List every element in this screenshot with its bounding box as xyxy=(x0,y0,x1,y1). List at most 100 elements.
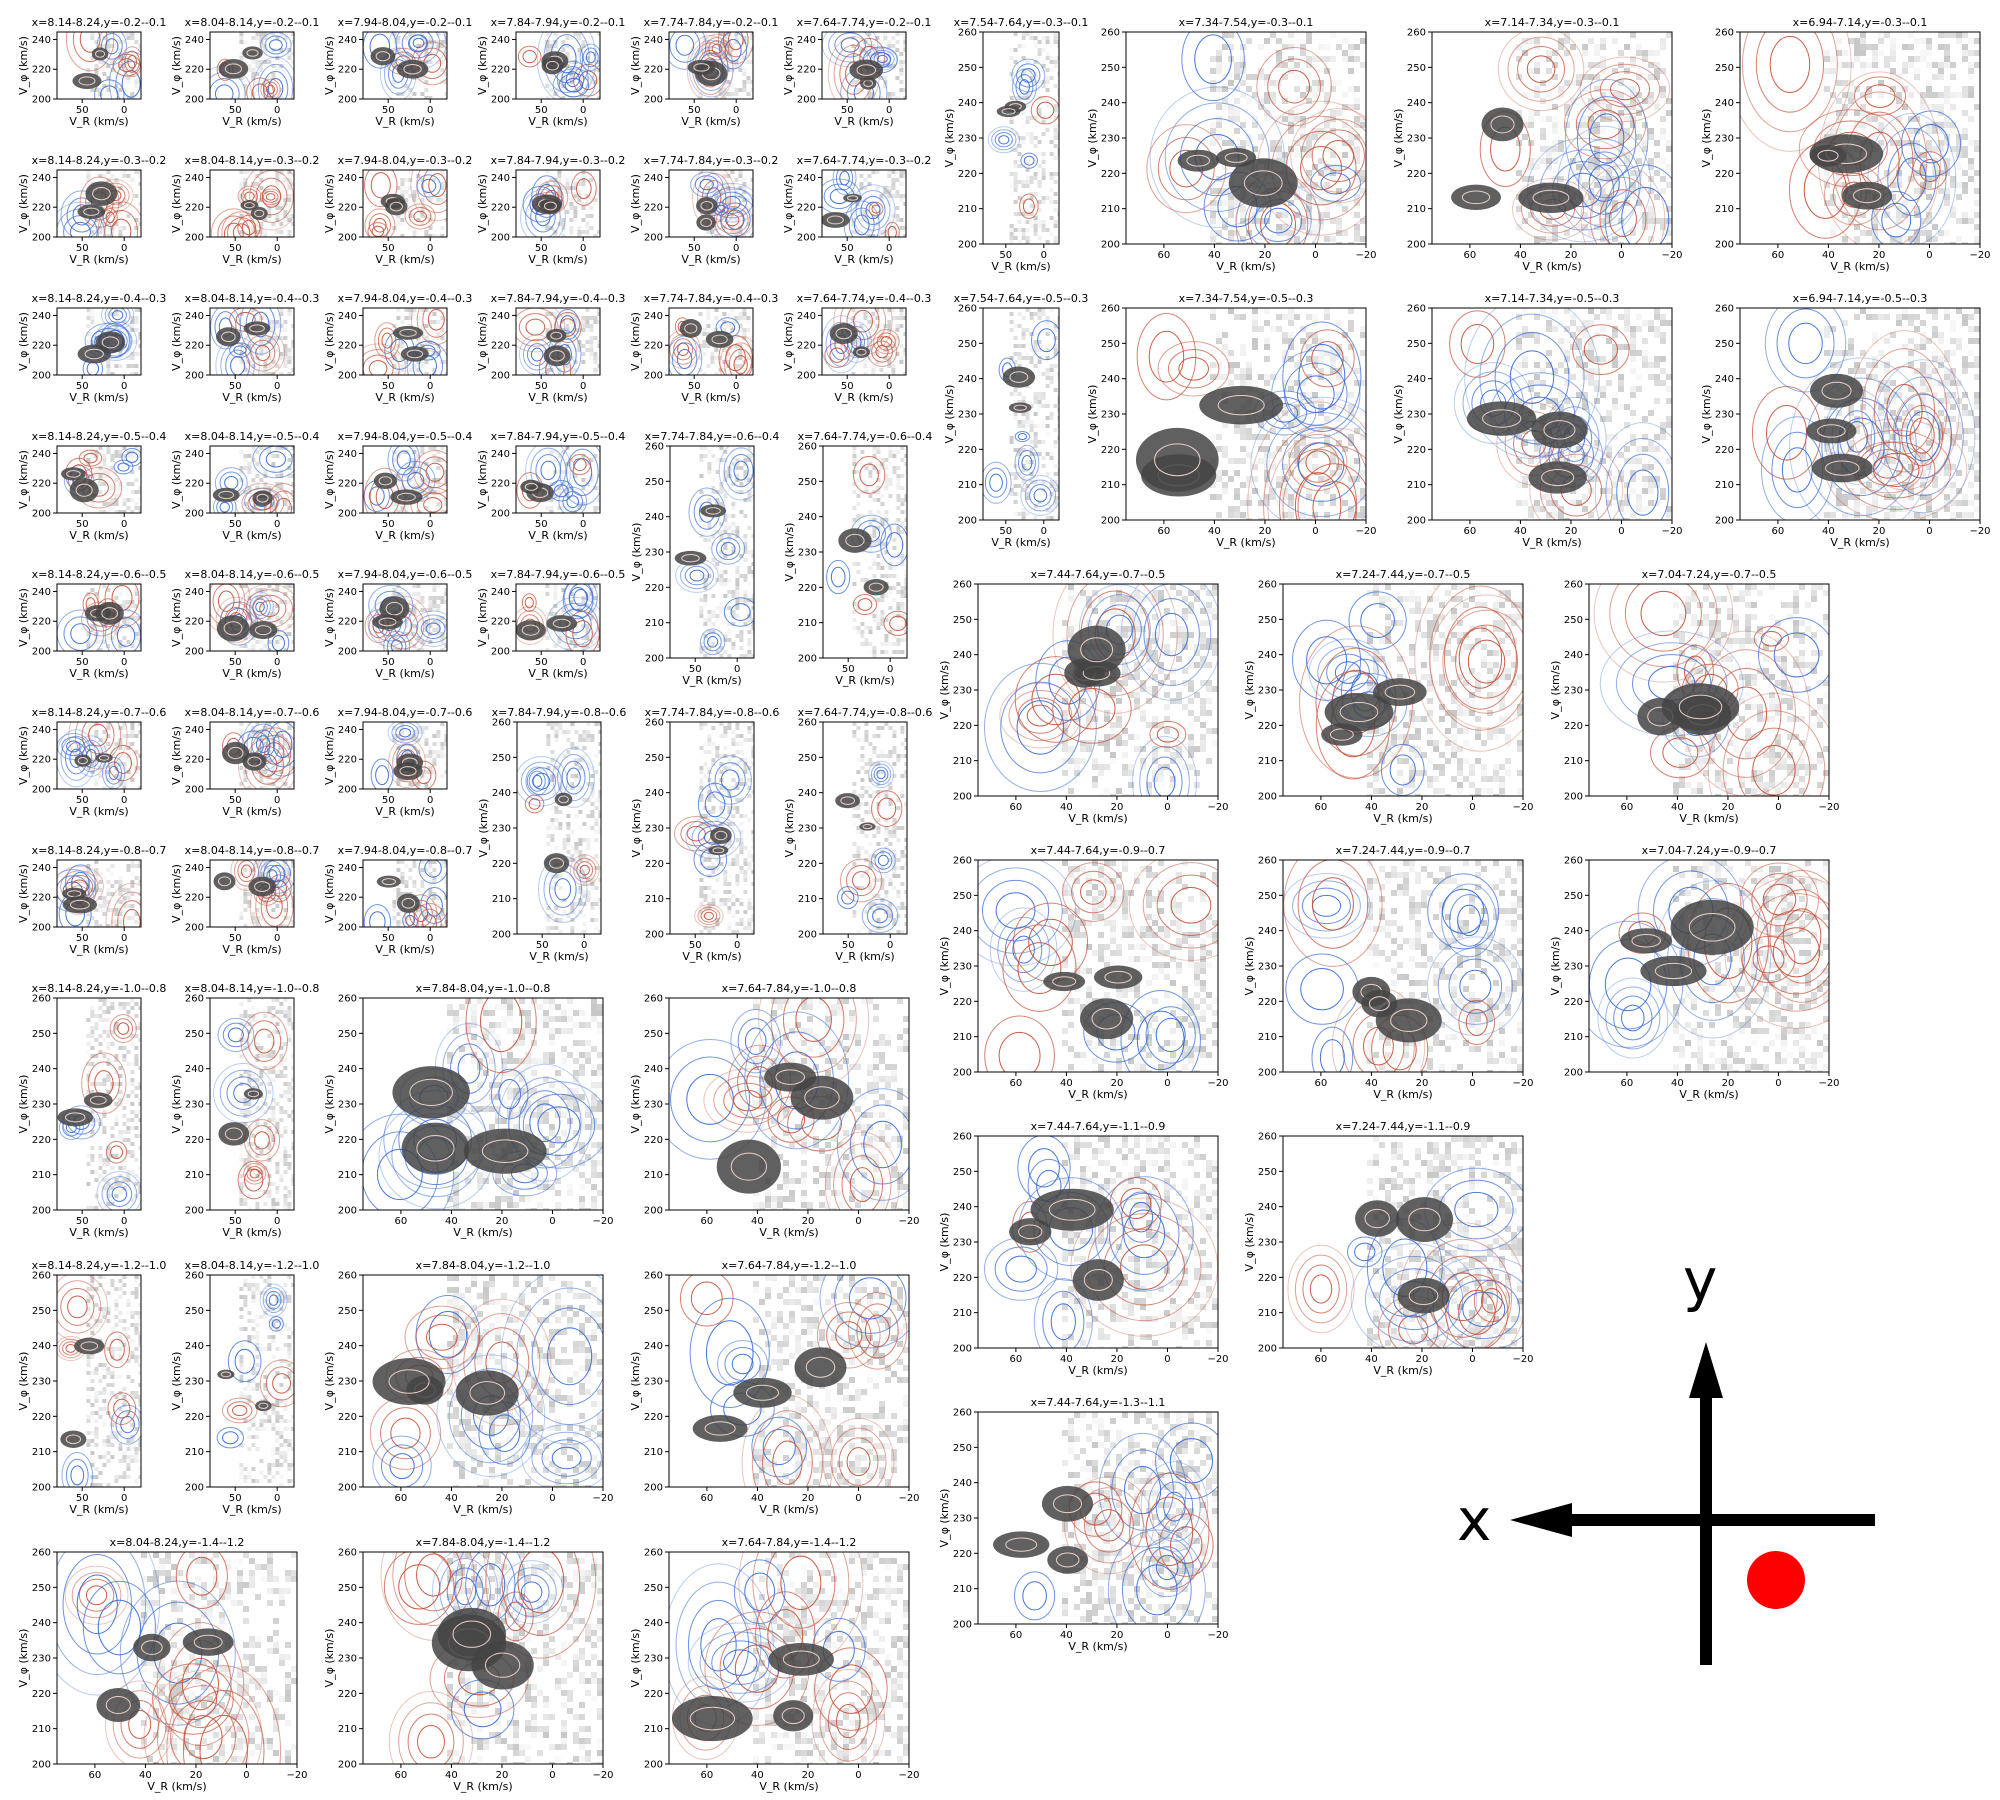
x-tick-label: 50 xyxy=(229,243,242,254)
y-tick-label: 200 xyxy=(32,371,51,382)
contour-line xyxy=(1909,417,1935,454)
x-tick-label: −20 xyxy=(1818,1078,1839,1089)
contour-line xyxy=(840,37,860,53)
y-tick-label: 200 xyxy=(32,233,51,244)
panel-title: x=7.44-7.64,y=-1.3--1.1 xyxy=(1031,1396,1166,1409)
x-tick-label: 50 xyxy=(382,933,395,944)
contour-layer xyxy=(210,584,294,651)
contour-line xyxy=(1301,118,1366,193)
contour-line xyxy=(719,335,753,375)
contour-line xyxy=(780,1555,822,1611)
y-tick-label: 230 xyxy=(1564,686,1583,697)
x-axis-label: V_R (km/s) xyxy=(1830,536,1889,549)
x-tick-label: 0 xyxy=(121,243,127,254)
density-blob xyxy=(455,1370,519,1416)
contour-line xyxy=(423,497,443,513)
contour-line xyxy=(412,347,444,375)
x-axis-label: V_R (km/s) xyxy=(1679,812,1738,825)
contour-line xyxy=(118,58,136,73)
y-tick-label: 210 xyxy=(798,618,817,629)
contour-line xyxy=(528,770,546,792)
contour-line xyxy=(1306,636,1348,685)
contour-line xyxy=(883,610,907,636)
y-tick-label: 240 xyxy=(32,449,51,460)
density-blob xyxy=(1361,989,1398,1018)
y-axis-label: V_φ (km/s) xyxy=(1549,937,1562,996)
x-tick-label: −20 xyxy=(592,1770,613,1781)
contour-line xyxy=(989,473,1003,492)
contour-line xyxy=(1011,58,1046,93)
contour-line xyxy=(1919,158,1941,183)
contour-line xyxy=(377,327,397,354)
contour-line xyxy=(60,735,93,781)
density-blobs xyxy=(370,47,429,79)
contour-line xyxy=(559,318,577,337)
contour-line xyxy=(1572,324,1630,376)
density-blobs xyxy=(1177,148,1298,208)
density-blob xyxy=(248,876,276,897)
density-contour xyxy=(69,899,90,910)
x-tick-label: 0 xyxy=(1164,1354,1170,1365)
contour-line xyxy=(573,588,589,607)
contour-line xyxy=(1014,1571,1056,1621)
x-tick-label: 0 xyxy=(855,1216,861,1227)
density-blobs xyxy=(61,467,99,503)
contour-line xyxy=(1157,136,1215,201)
density-blob xyxy=(370,47,396,66)
density-blob xyxy=(1640,955,1707,987)
contour-line xyxy=(865,201,881,220)
density-contour xyxy=(549,350,565,362)
contour-line xyxy=(1613,995,1653,1041)
contour-line xyxy=(395,724,415,741)
contour-line xyxy=(119,1580,236,1726)
panel-frame xyxy=(821,169,907,238)
density-blob xyxy=(733,1377,792,1408)
contour-line xyxy=(62,1553,132,1655)
contour-line xyxy=(60,1287,95,1326)
density-blob xyxy=(396,59,429,79)
density-contour xyxy=(193,1634,223,1650)
x-tick-label: 60 xyxy=(89,1770,102,1781)
density-blob xyxy=(539,198,562,214)
contour-line xyxy=(269,490,294,513)
density-blobs xyxy=(1352,976,1442,1043)
density-contour xyxy=(403,63,422,75)
contour-line xyxy=(259,600,280,618)
density-contour xyxy=(1329,728,1354,741)
contour-line xyxy=(112,1690,167,1759)
contour-line xyxy=(422,170,447,206)
y-tick-label: 240 xyxy=(32,1064,51,1075)
y-tick-label: 210 xyxy=(338,1724,357,1735)
contour-line xyxy=(227,1027,244,1043)
density-contour xyxy=(730,1152,768,1181)
x-tick-label: 60 xyxy=(395,1493,408,1504)
y-axis-label: V_φ (km/s) xyxy=(629,174,642,233)
contour-line xyxy=(268,1316,284,1332)
panel-frame xyxy=(209,721,295,790)
contour-line xyxy=(1587,109,1623,140)
x-tick-label: 50 xyxy=(841,105,854,116)
contour-line xyxy=(1278,69,1311,104)
density-blob xyxy=(1661,683,1740,731)
x-tick-label: 0 xyxy=(121,519,127,530)
x-tick-label: 20 xyxy=(1565,526,1578,537)
contour-line xyxy=(1621,1004,1645,1032)
contour-line xyxy=(214,84,234,99)
contour-line xyxy=(1094,1176,1194,1292)
density-blob xyxy=(1216,148,1257,168)
contour-line xyxy=(419,456,447,489)
density-blobs xyxy=(212,487,273,506)
y-tick-label: 230 xyxy=(798,548,817,559)
contour-line xyxy=(1740,892,1829,1012)
contour-line xyxy=(744,1027,767,1055)
contour-line xyxy=(88,723,108,747)
x-tick-label: 50 xyxy=(76,105,89,116)
panel-frame xyxy=(362,445,448,514)
y-tick-label: 210 xyxy=(644,1724,663,1735)
contour-line xyxy=(101,308,135,330)
y-axis-label: V_φ (km/s) xyxy=(1700,109,1713,168)
panel-frame xyxy=(515,307,601,376)
density-contour xyxy=(254,625,272,636)
